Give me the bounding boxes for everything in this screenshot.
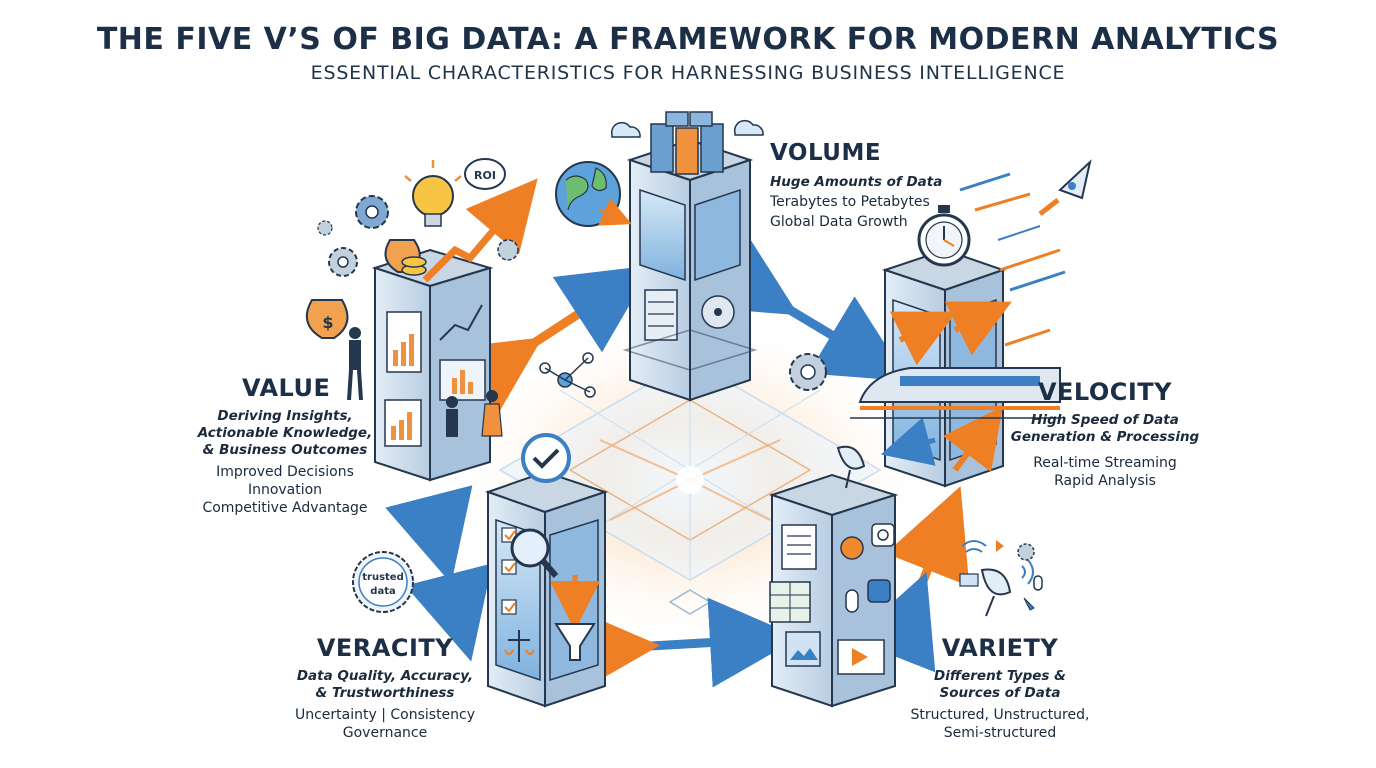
velocity-label: VELOCITY High Speed of Data Generation &… [1005,378,1205,490]
velocity-description-line: Generation & Processing [1010,429,1200,445]
veracity-description-line: Data Quality, Accuracy, [296,668,474,684]
veracity-heading: VERACITY [316,634,454,662]
checkmark-badge-icon [521,433,571,483]
value-description-line: Deriving Insights, [217,408,353,424]
satellite-dish-icon [836,445,1034,617]
train-icon [850,367,1061,419]
volume-point: Terabytes to Petabytes [770,194,930,210]
veracity-point: Governance [342,725,428,741]
veracity-pillar [484,470,609,708]
value-point: Competitive Advantage [202,500,368,516]
connector-arrows [385,230,970,696]
veracity-description: Data Quality, Accuracy, & Trustworthines… [280,668,490,702]
svg-text:ROI: ROI [474,169,496,182]
variety-point: Semi-structured [943,725,1057,741]
page-title: THE FIVE V’S OF BIG DATA: A FRAMEWORK FO… [96,22,1280,57]
stopwatch-icon [917,205,971,267]
veracity-point: Uncertainty | Consistency [294,707,476,723]
rocket-icon [1038,159,1092,216]
variety-description: Different Types & Sources of Data [900,668,1100,702]
svg-text:$: $ [322,313,333,332]
value-description-line: Actionable Knowledge, [197,425,373,441]
volume-label: VOLUME Huge Amounts of Data Terabytes to… [770,140,1010,231]
globe-icon [555,161,632,227]
svg-text:data: data [370,586,395,597]
value-heading: VALUE [242,374,331,402]
velocity-heading: VELOCITY [1037,378,1173,406]
media-icons [959,540,1043,611]
velocity-description-line: High Speed of Data [1031,412,1179,428]
page-subtitle: ESSENTIAL CHARACTERISTICS FOR HARNESSING… [310,62,1066,84]
variety-description-line: Different Types & [934,668,1066,684]
speed-lines [959,172,1066,347]
volume-point: Global Data Growth [770,214,908,230]
value-point: Innovation [247,482,323,498]
cloud-icon [610,119,764,138]
volume-heading: VOLUME [770,140,882,166]
value-description-line: & Business Outcomes [202,442,368,458]
variety-point: Structured, Unstructured, [910,707,1090,723]
gear-icon [317,195,827,391]
magnifier-icon [510,528,559,578]
roi-badge: ROI [464,158,506,190]
network-icon [539,352,596,398]
variety-label: VARIETY Different Types & Sources of Dat… [900,634,1100,742]
money-bag-icon: $ [305,239,427,339]
variety-pillar [768,473,899,708]
volume-pillar [622,111,758,402]
velocity-point: Real-time Streaming [1033,455,1177,471]
veracity-label: VERACITY Data Quality, Accuracy, & Trust… [280,634,490,742]
value-pillar [347,178,538,482]
veracity-description-line: & Trustworthiness [315,685,455,701]
velocity-description: High Speed of Data Generation & Processi… [1005,412,1205,446]
value-label: VALUE Deriving Insights, Actionable Know… [190,374,380,517]
variety-heading: VARIETY [941,634,1059,662]
value-point: Improved Decisions [216,464,354,480]
value-description: Deriving Insights, Actionable Knowledge,… [190,408,380,459]
variety-description-line: Sources of Data [939,685,1061,701]
velocity-point: Rapid Analysis [1054,473,1156,489]
trusted-data-badge: trusted data [352,551,414,613]
lightbulb-icon [404,160,462,227]
volume-description: Huge Amounts of Data [770,174,943,190]
svg-text:trusted: trusted [362,572,404,583]
